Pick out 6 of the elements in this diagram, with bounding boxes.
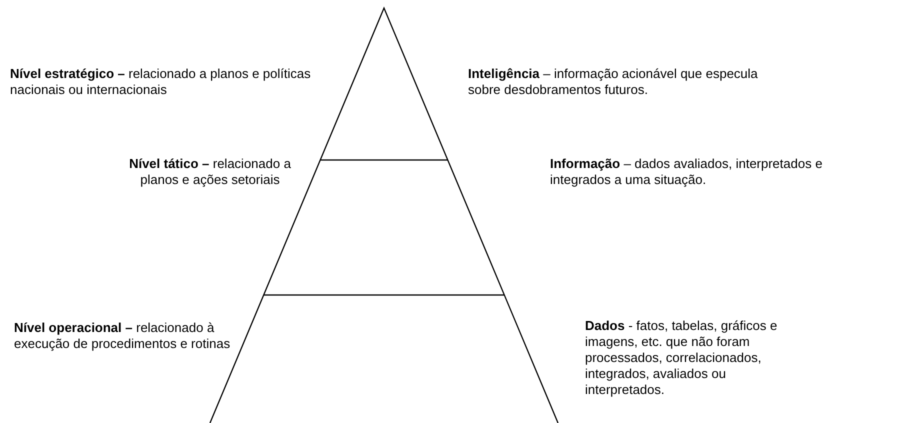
level-description: Inteligência – informação acionável que especula sobre desdobramentos futuros. bbox=[468, 66, 759, 98]
level-description: Informação – dados avaliados, interpretados e integrados a uma situação. bbox=[550, 156, 824, 188]
level-description: Nível operacional – relacionado à execução de procedimentos e rotinas bbox=[14, 320, 232, 352]
level-description: Dados - fatos, tabelas, gráficos e imagens, etc. que não foram processados, correlacionados, integrados, avaliados ou interpretados. bbox=[585, 318, 778, 398]
level-description: Nível tático – relacionado a planos e ações setoriais bbox=[128, 156, 292, 188]
level-description: Nível estratégico – relacionado a planos e políticas nacionais ou internacionais bbox=[10, 66, 312, 98]
